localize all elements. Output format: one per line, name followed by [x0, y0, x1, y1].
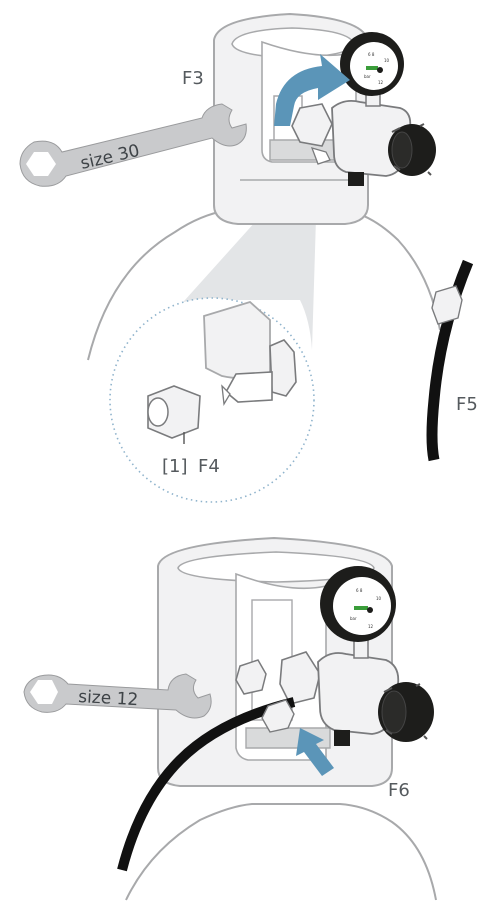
bottom-scene: 6 8 10 bar 12 size 12 F6 [24, 538, 436, 900]
wrench-size-12: size 12 [24, 674, 211, 718]
wrench-bottom-label: size 12 [78, 687, 139, 710]
label-f5: F5 [456, 394, 478, 415]
pressure-gauge-icon-bottom: 6 8 10 bar 12 [320, 566, 396, 642]
svg-text:12: 12 [368, 624, 374, 629]
label-f4: F4 [198, 456, 220, 477]
regulator-knob-icon [388, 124, 436, 176]
hose-nut [432, 286, 462, 324]
svg-text:10: 10 [384, 58, 390, 63]
bottom-cylinder-body [126, 804, 436, 900]
svg-text:6 8: 6 8 [356, 588, 363, 593]
svg-text:10: 10 [376, 596, 382, 601]
svg-text:6 8: 6 8 [368, 52, 375, 57]
label-part-1: [1] [162, 456, 188, 477]
top-scene: 6 8 10 bar 12 size 30 F3 [20, 14, 440, 502]
wrench-size-30: size 30 [20, 104, 246, 186]
label-f6: F6 [388, 780, 410, 801]
label-f3: F3 [182, 68, 204, 89]
pressure-gauge-icon: 6 8 10 bar 12 [340, 32, 404, 96]
svg-text:12: 12 [378, 80, 384, 85]
svg-text:bar: bar [364, 74, 371, 79]
svg-text:bar: bar [350, 616, 357, 621]
regulator-knob-icon-bottom [378, 682, 434, 742]
hose-scene: F5 [432, 262, 478, 460]
